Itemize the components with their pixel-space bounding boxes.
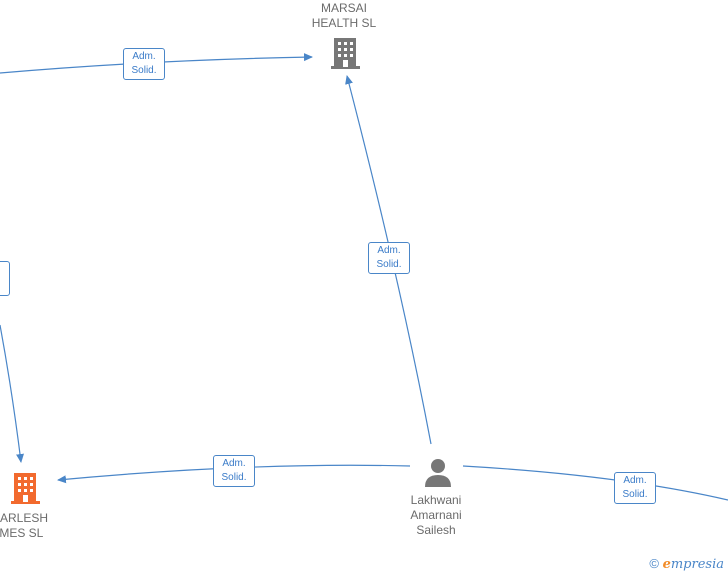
- edge-label-right-line2: Solid.: [376, 259, 402, 270]
- node-person-line3: Sailesh: [416, 523, 456, 537]
- edge-label-right-line1: Adm.: [377, 245, 401, 256]
- empresia-watermark: © empresia: [649, 556, 724, 572]
- edge-label-right: Adm. Solid.: [368, 242, 410, 274]
- node-person-label[interactable]: Lakhwani Amarnani Sailesh: [388, 493, 484, 538]
- edge-label-bottom-right-line2: Solid.: [622, 489, 648, 500]
- building-icon[interactable]: [330, 36, 362, 70]
- edge-label-bottom: Adm. Solid.: [213, 455, 255, 487]
- edge-label-top: Adm. Solid.: [123, 48, 165, 80]
- copyright-symbol: ©: [649, 556, 659, 571]
- node-person-line1: Lakhwani: [410, 493, 462, 507]
- edge-label-bottom-right-line1: Adm.: [623, 475, 647, 486]
- edge-label-bottom-right: Adm. Solid.: [614, 472, 656, 504]
- node-marsai-line1: MARSAI: [320, 1, 367, 15]
- edge-label-bottom-line2: Solid.: [221, 472, 247, 483]
- edge-person-to-right: [462, 465, 728, 501]
- edge-label-bottom-line1: Adm.: [222, 458, 246, 469]
- node-marlesh-line1: MARLESH: [0, 511, 49, 525]
- node-person-line2: Amarnani: [410, 508, 462, 522]
- node-marlesh-label[interactable]: MARLESH OMES SL: [0, 511, 48, 541]
- node-marsai-line2: HEALTH SL: [311, 16, 377, 30]
- node-marlesh-line2: OMES SL: [0, 526, 44, 540]
- edge-label-partial-left: [0, 261, 10, 296]
- person-icon[interactable]: [422, 457, 454, 489]
- edge-to-marlesh-left: [0, 324, 24, 463]
- node-marsai-label[interactable]: MARSAI HEALTH SL: [296, 1, 392, 31]
- edge-label-top-line1: Adm.: [132, 51, 156, 62]
- empresia-logo: empresia: [662, 557, 724, 572]
- building-icon-highlight[interactable]: [10, 471, 42, 505]
- edge-label-top-line2: Solid.: [131, 65, 157, 76]
